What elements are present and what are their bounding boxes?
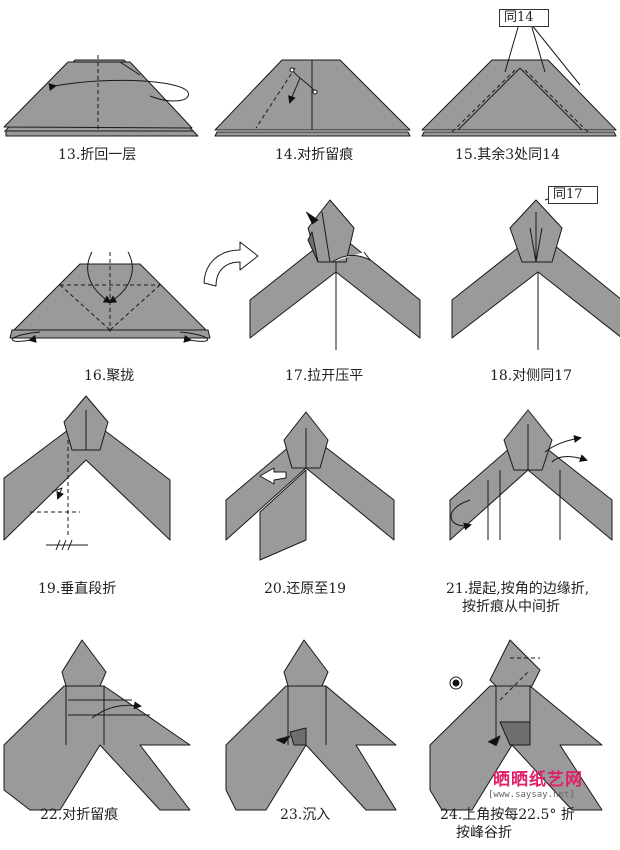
step-17-diagram (249, 199, 421, 350)
step-16-diagram (9, 251, 211, 343)
step-21-diagram (449, 409, 613, 541)
caption-step-16: 16.聚拢 (84, 368, 135, 384)
caption-step-21-line2: 按折痕从中间折 (462, 599, 560, 615)
step-24-diagram (429, 639, 603, 811)
transition-arrow (203, 241, 259, 287)
watermark-brand: 晒晒纸艺网 (493, 770, 583, 790)
caption-step-17: 17.拉开压平 (285, 368, 364, 384)
step-23-diagram (225, 639, 397, 811)
callout-same-14: 同14 (499, 9, 549, 27)
caption-step-24-line2: 按峰谷折 (456, 825, 512, 841)
caption-step-21: 21.提起,按角的边缘折, (446, 581, 590, 597)
caption-step-23: 23.沉入 (280, 807, 331, 823)
callout-same-17: 同17 (548, 186, 598, 204)
caption-step-22: 22.对折留痕 (40, 807, 119, 823)
step-13-diagram (3, 55, 199, 137)
watermark-url: [www.saysay.net] (488, 790, 575, 800)
step-19-diagram (3, 395, 171, 551)
caption-step-18: 18.对侧同17 (490, 368, 573, 384)
caption-step-15: 15.其余3处同14 (455, 147, 560, 163)
caption-step-14: 14.对折留痕 (275, 147, 354, 163)
step-22-diagram (3, 639, 191, 811)
step-14-diagram (214, 59, 411, 137)
caption-step-13: 13.折回一层 (58, 147, 137, 163)
step-18-diagram (451, 195, 620, 350)
step-15-diagram (421, 23, 617, 137)
caption-step-19: 19.垂直段折 (38, 581, 117, 597)
caption-step-24: 24.上角按每22.5° 折 (440, 807, 575, 823)
caption-step-20: 20.还原至19 (264, 581, 347, 597)
step-20-diagram (225, 411, 395, 561)
